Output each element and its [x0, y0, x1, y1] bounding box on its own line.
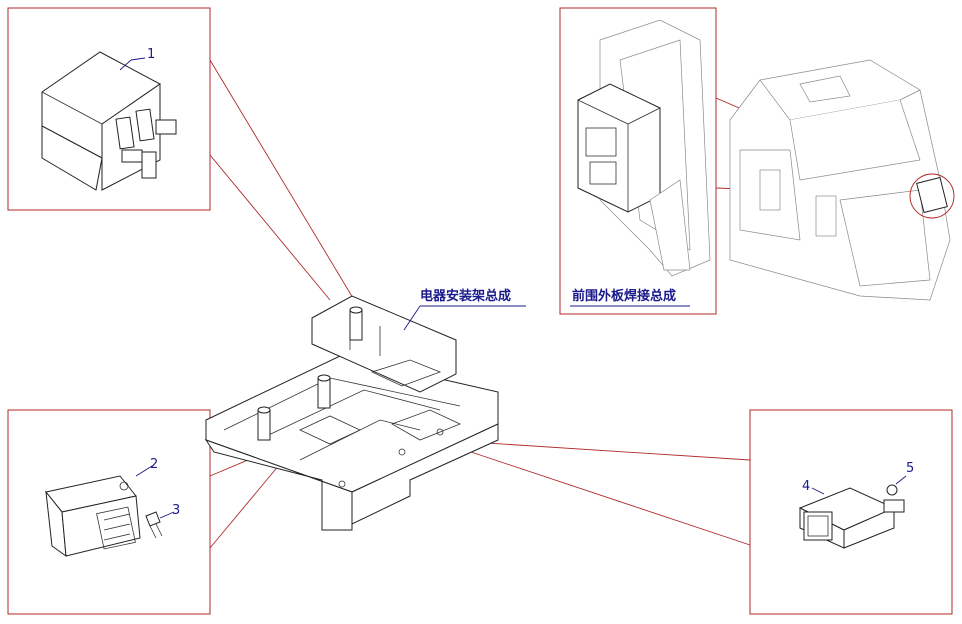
callout-4: 4 [802, 479, 810, 494]
screw-part-3 [145, 511, 175, 539]
relay-part-1 [41, 51, 177, 191]
callout-5: 5 [906, 461, 914, 476]
frame-relay-1 [7, 7, 211, 211]
panel-title: 前围外板焊接总成 [572, 288, 676, 304]
leader-relay-1b [209, 154, 331, 301]
frame-panel-assembly [559, 7, 717, 315]
callout-1: 1 [147, 47, 155, 62]
relay-part-4 [798, 487, 905, 549]
assembly-title: 电器安装架总成 [420, 288, 511, 304]
front-panel-assembly [570, 19, 711, 307]
callout-3: 3 [172, 503, 180, 518]
nut-part-5 [886, 475, 907, 496]
bracket-assembly [204, 295, 499, 531]
truck-cab [729, 59, 955, 301]
assembly-label-pointer [403, 305, 421, 331]
module-part-2 [45, 465, 153, 558]
leader-relay-4b [449, 444, 751, 546]
callout-2: 2 [150, 457, 158, 472]
